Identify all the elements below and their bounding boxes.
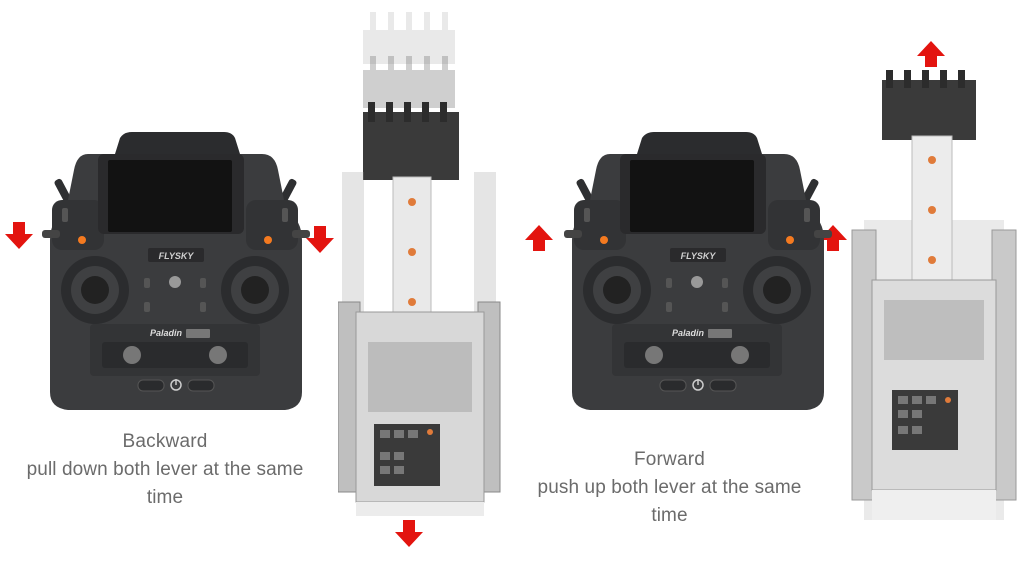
transmitter-controller: FLYSKY Paladin [42,132,310,410]
svg-text:Paladin: Paladin [150,328,183,338]
backward-caption-title: Backward [122,431,208,452]
transmitter-controller: FLYSKY Paladin [564,132,832,410]
forward-caption-text: push up both lever at the same time [537,477,802,526]
svg-text:Paladin: Paladin [672,328,705,338]
svg-text:FLYSKY: FLYSKY [681,251,717,261]
backward-caption: Backward pull down both lever at the sam… [20,428,310,512]
backward-panel: FLYSKY Paladin [5,12,501,547]
arrow-down-left-icon [5,222,33,249]
arrow-up-left-icon [525,225,553,251]
backward-caption-text: pull down both lever at the same time [26,459,304,508]
svg-text:FLYSKY: FLYSKY [159,251,195,261]
forward-caption: Forward push up both lever at the same t… [532,446,807,530]
arrow-up-right-icon [819,225,847,251]
robot-front-view [851,70,1017,520]
arrow-down-right-icon [306,226,334,253]
forward-caption-title: Forward [633,449,706,470]
arrow-up-robot-icon [917,41,945,67]
arrow-down-robot-icon [395,520,423,547]
forward-panel: FLYSKY Paladin [512,0,1024,561]
robot-rear-view [338,12,501,516]
